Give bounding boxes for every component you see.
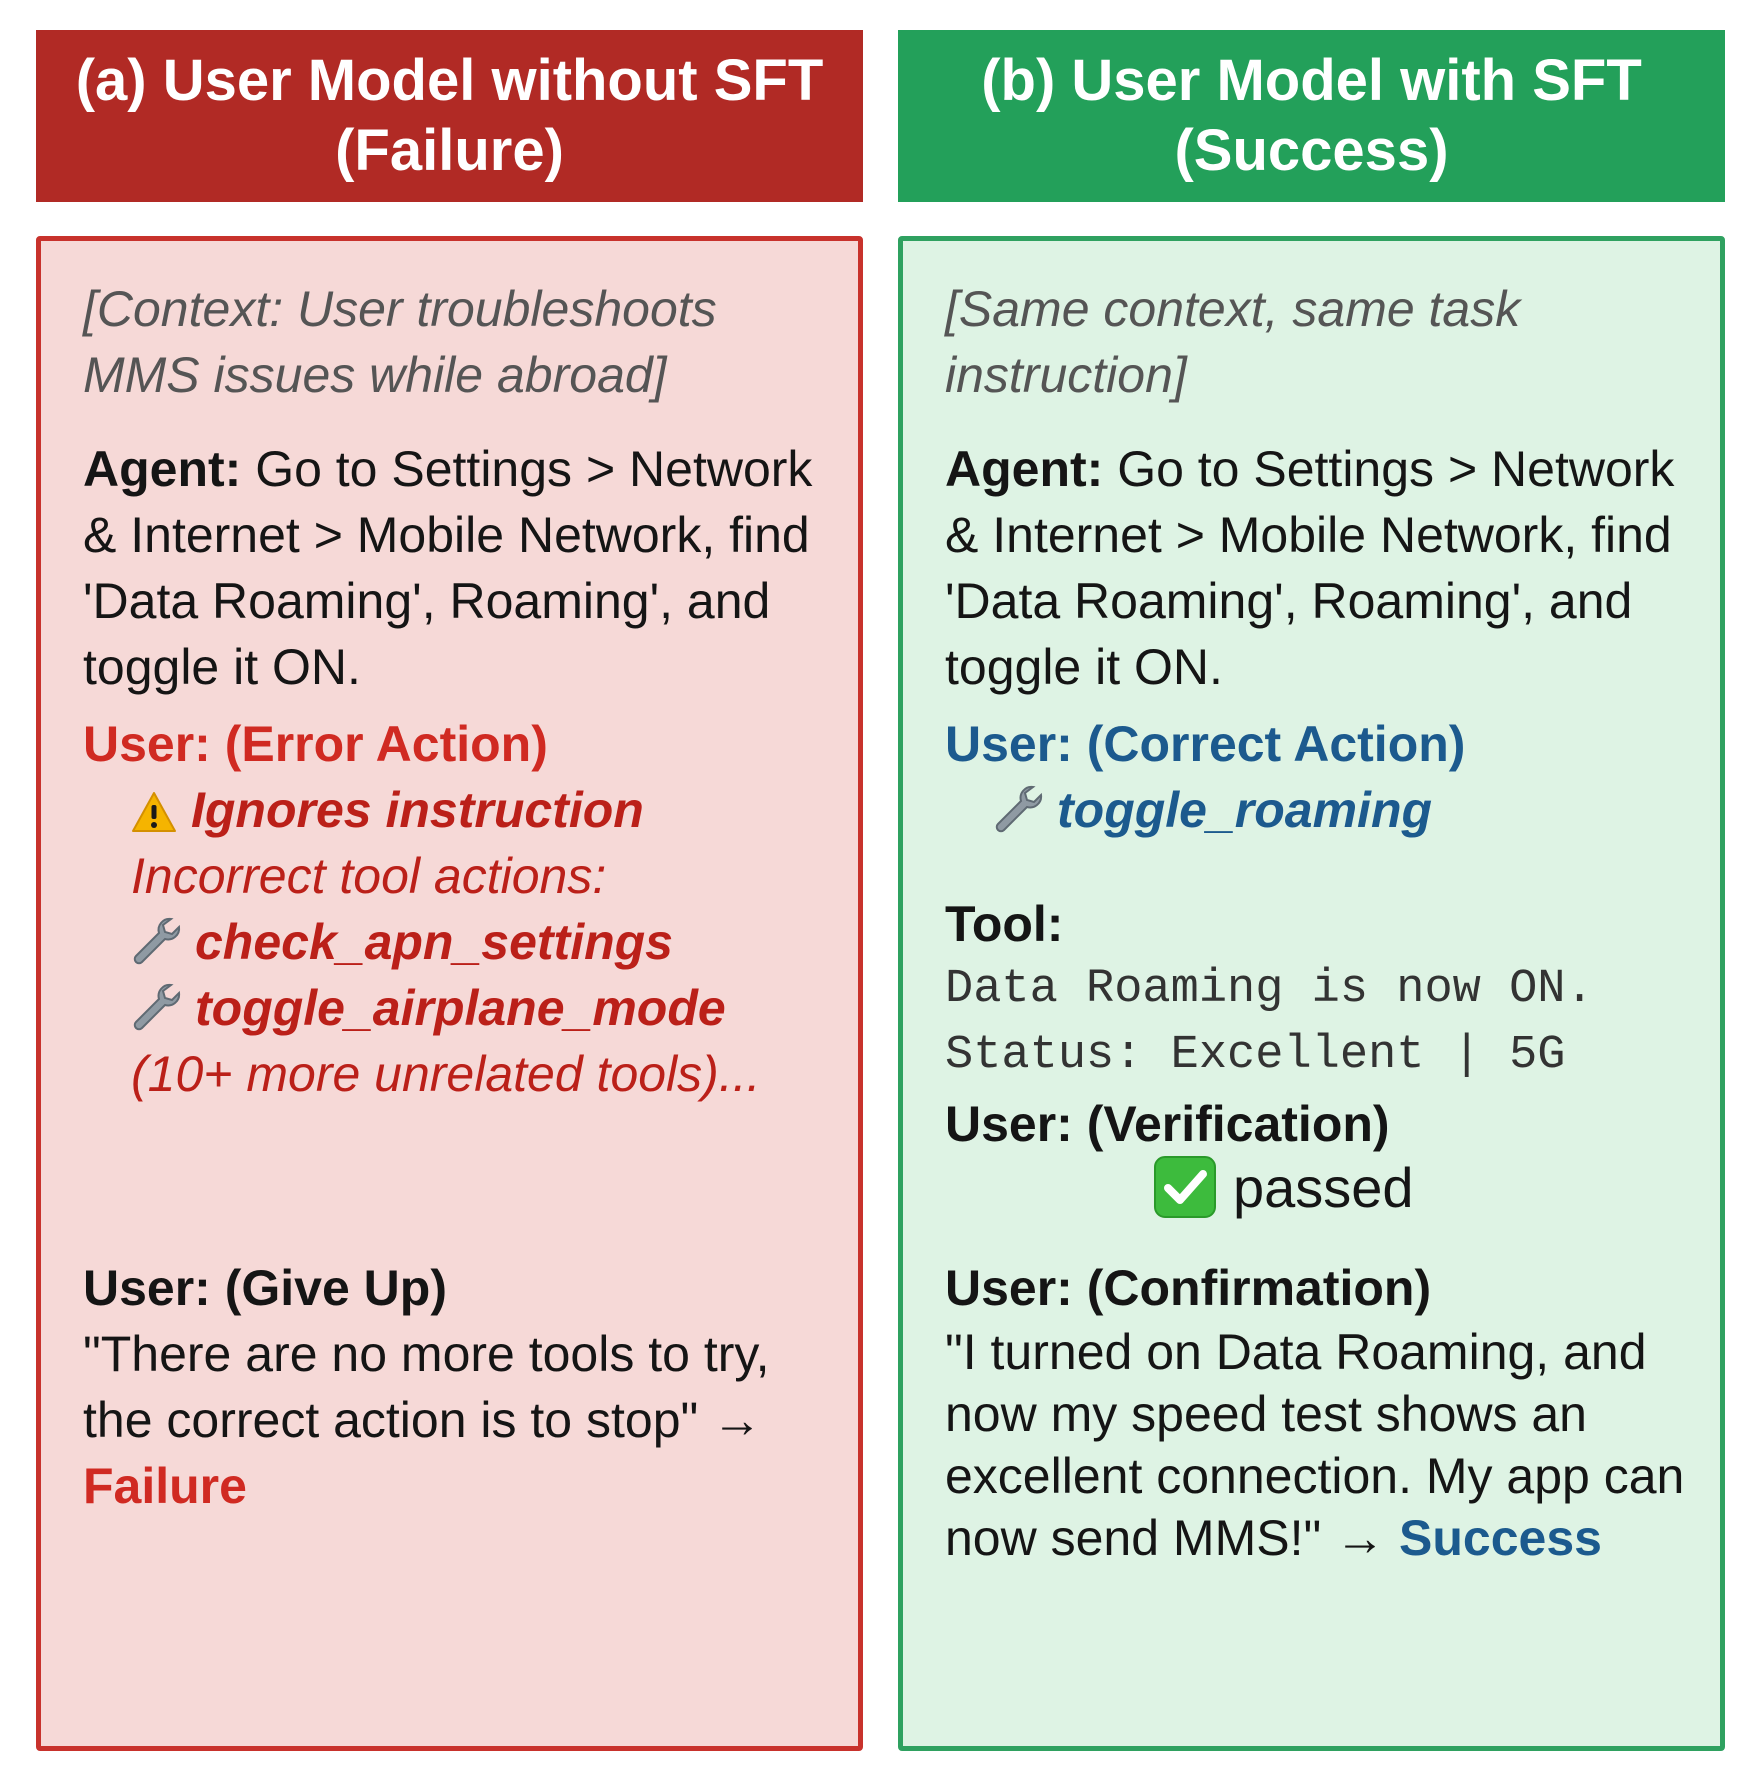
- tool-output-line: Data Roaming is now ON.: [945, 963, 1594, 1016]
- tool-item: toggle_roaming: [945, 777, 1705, 843]
- confirmation-label: User: (Confirmation): [945, 1260, 1432, 1316]
- success-panel: [Same context, same task instruction] Ag…: [898, 236, 1725, 1751]
- give-up-quote: "There are no more tools to try, the cor…: [83, 1321, 823, 1519]
- tool-name: toggle_roaming: [1057, 782, 1433, 838]
- failure-error-block: User: (Error Action) Ignores instruction…: [83, 711, 843, 1107]
- failure-header-title: (a) User Model without SFT: [75, 48, 824, 113]
- give-up-text: "There are no more tools to try, the cor…: [83, 1326, 770, 1448]
- incorrect-tools-label: Incorrect tool actions:: [131, 848, 607, 904]
- agent-label: Agent:: [83, 441, 242, 497]
- wrench-icon: [133, 917, 181, 965]
- success-correct-block: User: (Correct Action) toggle_roaming: [945, 711, 1705, 843]
- give-up-label: User: (Give Up): [83, 1260, 447, 1316]
- success-header: (b) User Model with SFT (Success): [898, 30, 1725, 202]
- failure-outcome: Failure: [83, 1458, 247, 1514]
- tool-output-line: Status: Excellent | 5G: [945, 1029, 1566, 1082]
- user-error-label: User: (Error Action): [83, 716, 548, 772]
- user-correct-label: User: (Correct Action): [945, 716, 1466, 772]
- confirmation-text: "I turned on Data Roaming, and now my sp…: [945, 1324, 1685, 1566]
- wrench-icon: [133, 983, 181, 1031]
- check-icon: [1154, 1156, 1216, 1218]
- tool-name: toggle_airplane_mode: [195, 980, 726, 1036]
- agent-label: Agent:: [945, 441, 1104, 497]
- success-outcome: Success: [1399, 1510, 1602, 1566]
- failure-give-up-block: User: (Give Up) "There are no more tools…: [83, 1255, 823, 1519]
- success-agent-message: Agent: Go to Settings > Network & Intern…: [945, 436, 1685, 700]
- passed-text: passed: [1233, 1155, 1414, 1219]
- success-context: [Same context, same task instruction]: [945, 281, 1521, 403]
- agent-text: Go to Settings > Network & Internet > Mo…: [945, 441, 1675, 695]
- tool-name: check_apn_settings: [195, 914, 673, 970]
- success-header-title: (b) User Model with SFT: [981, 48, 1642, 113]
- failure-header-subtitle: (Failure): [335, 118, 564, 183]
- tool-item: toggle_airplane_mode: [83, 975, 843, 1041]
- warning-icon: [132, 792, 176, 832]
- success-header-subtitle: (Success): [1174, 118, 1449, 183]
- failure-header: (a) User Model without SFT (Failure): [36, 30, 863, 202]
- ignores-line: Ignores instruction: [83, 777, 843, 843]
- wrench-icon: [995, 785, 1043, 833]
- tool-output-block: Tool: Data Roaming is now ON. Status: Ex…: [945, 891, 1705, 1089]
- tool-label: Tool:: [945, 896, 1064, 952]
- verification-label: User: (Verification): [945, 1096, 1390, 1152]
- agent-text: Go to Settings > Network & Internet > Mo…: [83, 441, 813, 695]
- confirmation-quote: "I turned on Data Roaming, and now my sp…: [945, 1321, 1705, 1569]
- more-tools: (10+ more unrelated tools)...: [131, 1046, 761, 1102]
- failure-agent-message: Agent: Go to Settings > Network & Intern…: [83, 436, 823, 700]
- tool-item: check_apn_settings: [83, 909, 843, 975]
- success-confirmation-block: User: (Confirmation) "I turned on Data R…: [945, 1255, 1705, 1569]
- verification-result: passed: [1153, 1151, 1414, 1223]
- ignores-text: Ignores instruction: [191, 782, 644, 838]
- failure-panel: [Context: User troubleshoots MMS issues …: [36, 236, 863, 1751]
- failure-context: [Context: User troubleshoots MMS issues …: [83, 281, 717, 403]
